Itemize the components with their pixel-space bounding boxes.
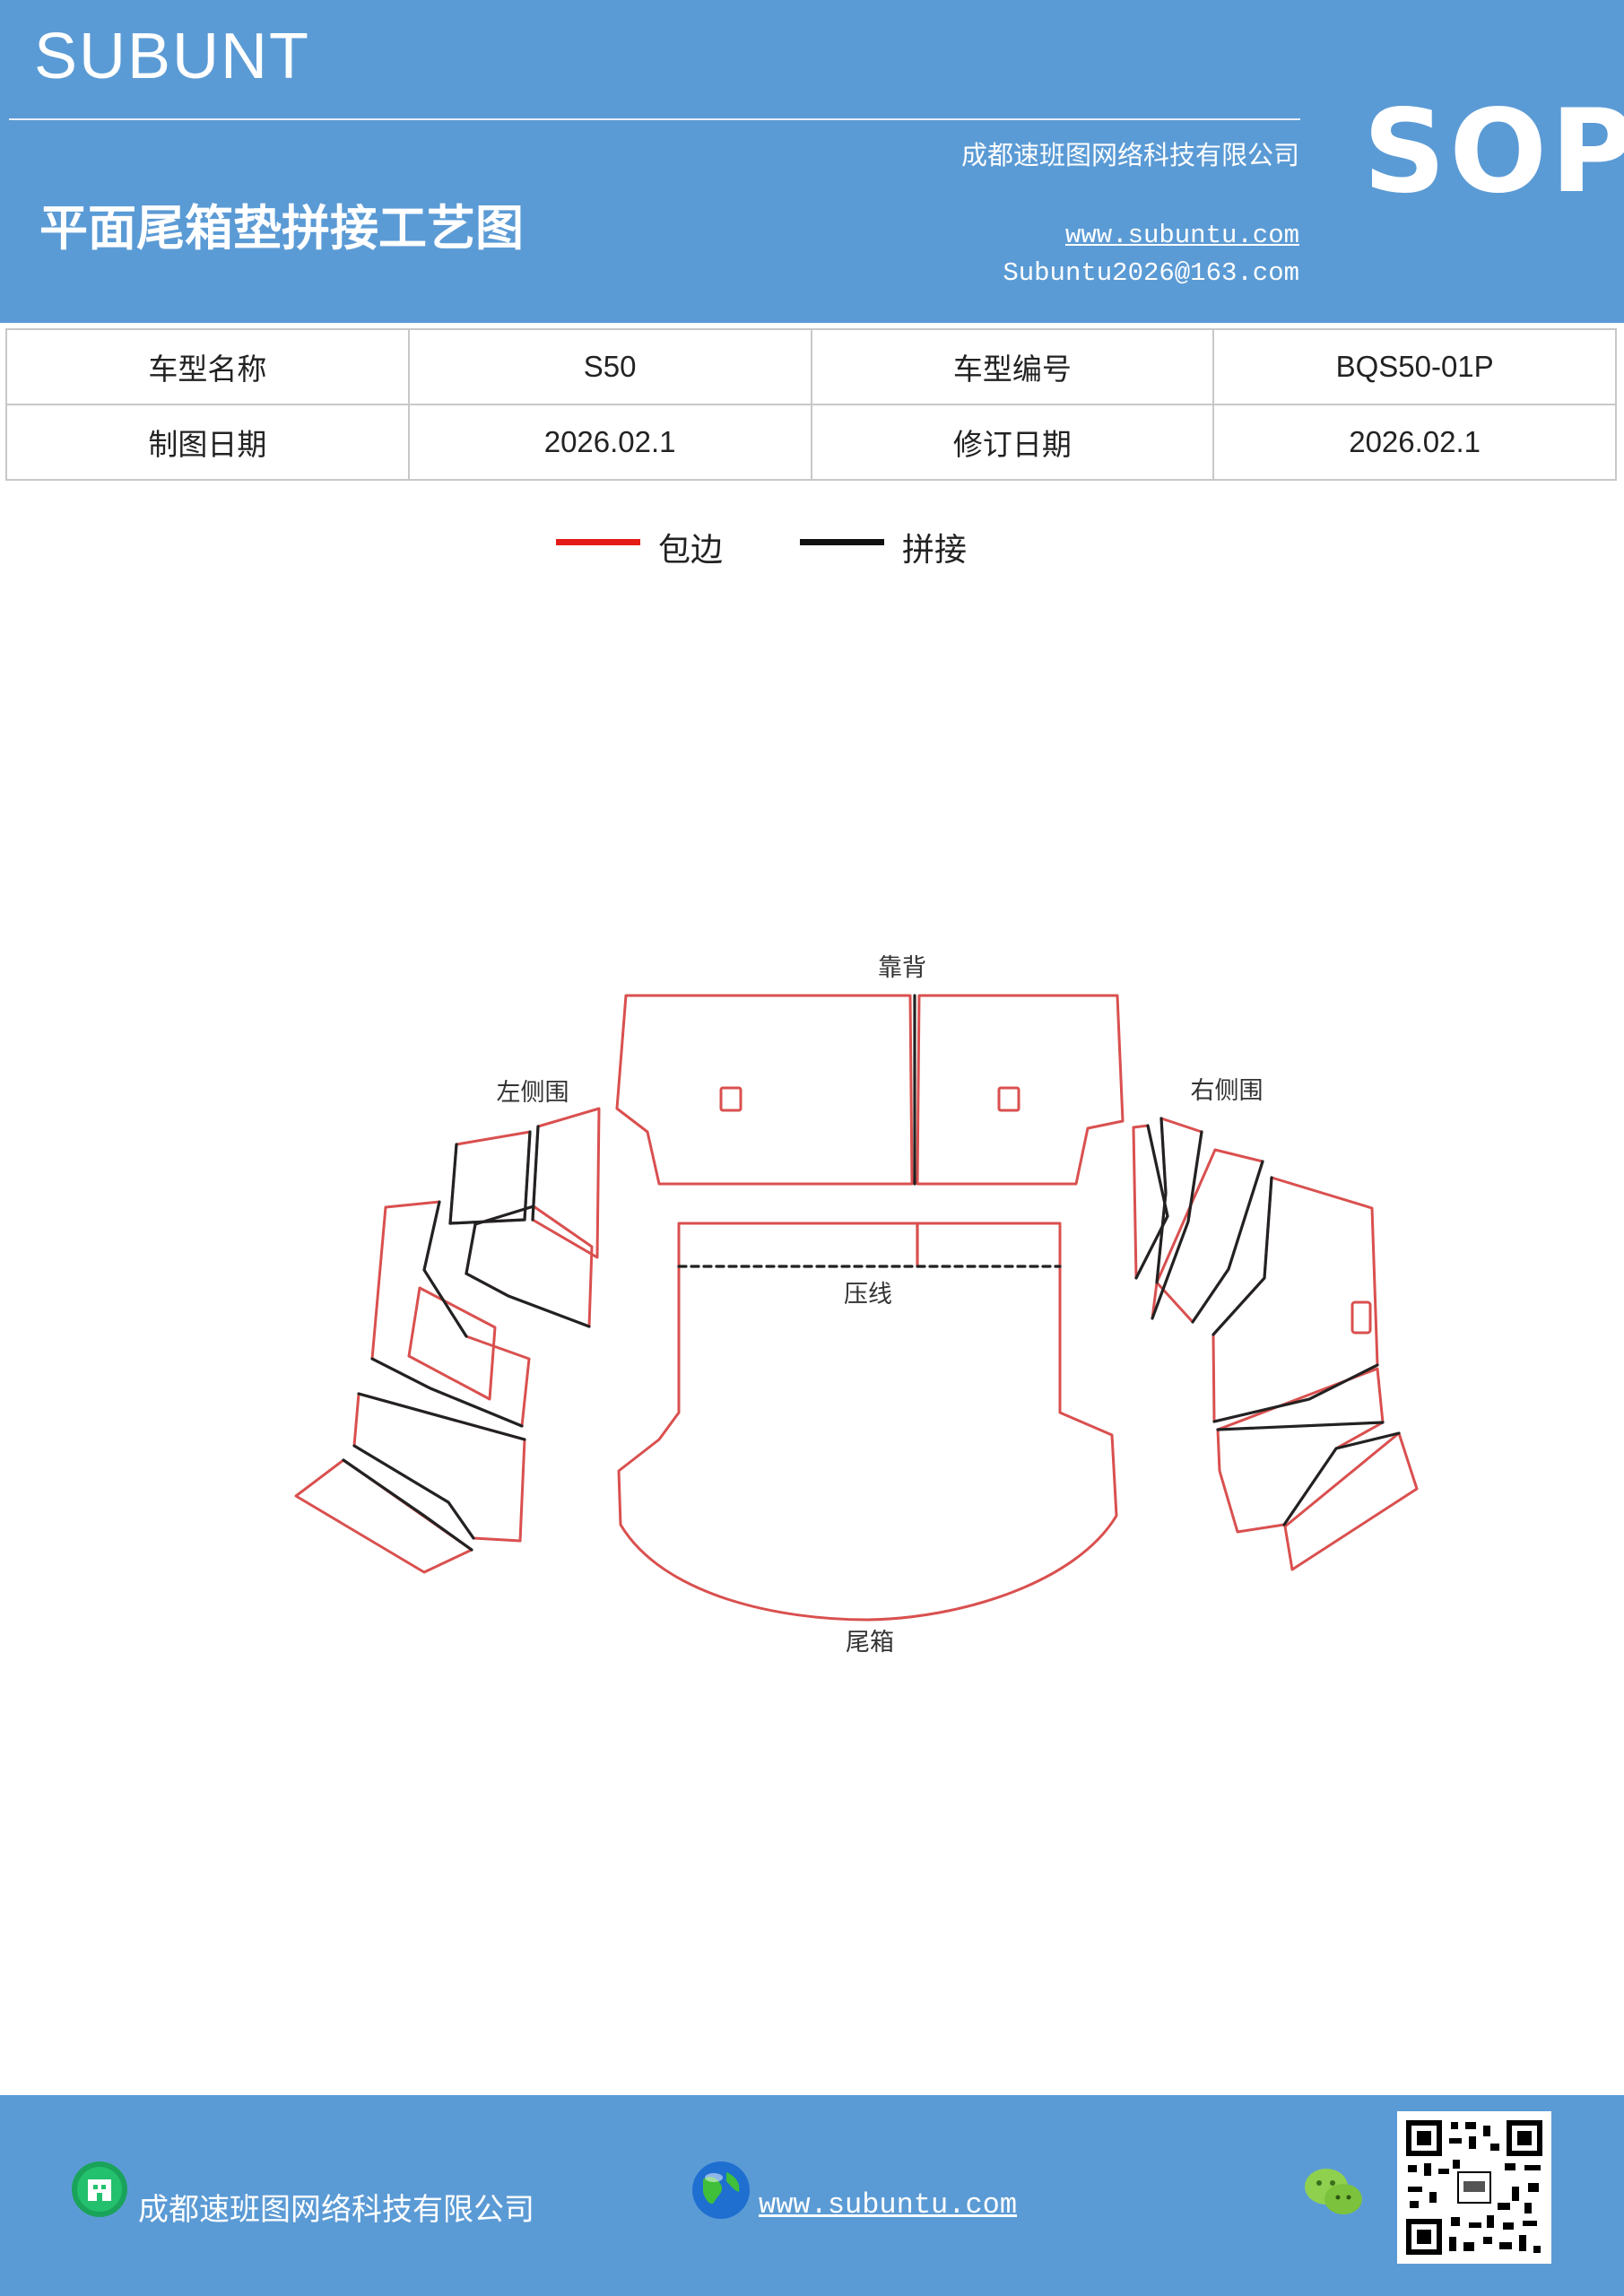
table-row: 车型名称 S50 车型编号 BQS50-01P <box>5 328 1617 405</box>
document-title: 平面尾箱垫拼接工艺图 <box>39 199 524 257</box>
seam-line <box>1211 1176 1273 1336</box>
label-right-side: 右侧围 <box>1191 1077 1264 1105</box>
label-left-side: 左侧围 <box>497 1079 569 1107</box>
seam-line <box>1282 1431 1401 1526</box>
qr-code <box>1397 2111 1551 2264</box>
seam-line <box>422 1200 468 1338</box>
wechat-icon <box>1305 2169 1362 2214</box>
seam-line <box>531 1125 540 1222</box>
brand-name: SUBUNT <box>34 21 311 92</box>
footer-banner: 成都速班图网络科技有限公司 www.subuntu.com <box>0 2095 1624 2296</box>
seam-line <box>523 1130 532 1222</box>
header-divider <box>9 118 1300 120</box>
seam-line <box>465 1222 591 1328</box>
table-cell: 制图日期 <box>5 404 410 481</box>
building-icon <box>72 2161 127 2217</box>
vehicle-info-table: 车型名称 S50 车型编号 BQS50-01P 制图日期 2026.02.1 修… <box>5 328 1617 481</box>
table-cell: 修订日期 <box>810 404 1215 481</box>
seam-line <box>1151 1130 1203 1320</box>
seam-line <box>448 1143 458 1225</box>
table-cell: 车型名称 <box>5 328 410 405</box>
header-banner: SUBUNT 平面尾箱垫拼接工艺图 成都速班图网络科技有限公司 www.subu… <box>0 0 1624 323</box>
seam-line <box>1191 1160 1264 1324</box>
left-side-mid <box>465 1205 594 1328</box>
table-cell: 2026.02.1 <box>407 404 812 481</box>
seam-line <box>1134 1124 1169 1280</box>
right-side-lower <box>1216 1367 1385 1534</box>
backrest-right-panel <box>916 994 1125 1186</box>
seam-line <box>1155 1117 1168 1284</box>
legend-swatch-edge <box>556 539 640 545</box>
table-cell: 2026.02.1 <box>1212 404 1617 481</box>
legend-label-seam: 拼接 <box>902 532 968 569</box>
right-side-tail <box>1283 1431 1419 1571</box>
label-backrest: 靠背 <box>878 954 926 982</box>
left-side-top-b <box>531 1107 601 1259</box>
email-address[interactable]: Subuntu2026@163.com <box>1003 258 1299 288</box>
footer-website-link[interactable]: www.subuntu.com <box>759 2188 1018 2222</box>
globe-icon <box>692 2161 750 2219</box>
backrest-left-panel <box>615 994 914 1186</box>
footer-company: 成都速班图网络科技有限公司 <box>138 2192 534 2228</box>
seam-line <box>342 1458 473 1552</box>
right-side-window <box>1350 1300 1372 1335</box>
table-row: 制图日期 2026.02.1 修订日期 2026.02.1 <box>5 404 1617 481</box>
trunk-mat-diagram: 靠背 左侧围 右侧围 压线 尾箱 <box>294 954 1419 1657</box>
company-name: 成都速班图网络科技有限公司 <box>960 140 1299 170</box>
seam-line <box>473 1205 535 1226</box>
right-side-main <box>1211 1176 1379 1423</box>
sop-badge: SOP <box>1363 85 1624 219</box>
label-crease-line: 压线 <box>844 1281 892 1309</box>
label-trunk: 尾箱 <box>846 1629 894 1657</box>
website-link[interactable]: www.subuntu.com <box>1064 221 1299 250</box>
seam-line <box>1212 1363 1379 1423</box>
backrest-left-clip <box>719 1086 743 1112</box>
left-side-tail <box>294 1458 473 1574</box>
table-cell: S50 <box>407 328 812 405</box>
seam-line <box>357 1392 526 1441</box>
legend: 包边 拼接 <box>0 527 1624 572</box>
backrest-right-clip <box>997 1086 1020 1112</box>
seam-line <box>352 1444 475 1540</box>
table-cell: BQS50-01P <box>1212 328 1617 405</box>
seam-line <box>370 1357 524 1428</box>
legend-swatch-seam <box>800 539 884 545</box>
seam-line <box>1216 1421 1385 1431</box>
legend-label-edge: 包边 <box>658 532 724 569</box>
right-side-upper <box>1151 1117 1203 1320</box>
table-cell: 车型编号 <box>810 328 1215 405</box>
left-side-window <box>407 1286 497 1401</box>
trunk-floor-panel <box>617 1222 1118 1622</box>
